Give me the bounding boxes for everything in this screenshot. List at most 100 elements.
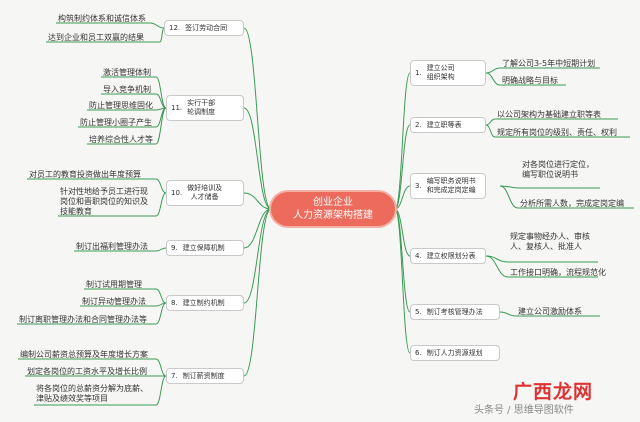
branch-number: 7.: [171, 371, 178, 380]
leaf-7-3: 将各岗位的总薪资分解为底薪、津贴及绩效奖等项目: [36, 384, 148, 403]
branch-label: 实行干部: [187, 99, 216, 107]
leaf-3-1: 对各岗位进行定位，编写职位说明书: [522, 160, 594, 179]
branch-node-2[interactable]: 2. 建立职等表: [410, 117, 486, 133]
connector-line: [155, 302, 167, 325]
connector-line: [155, 107, 167, 145]
connector-line: [499, 185, 519, 209]
branch-number: 12.: [169, 23, 181, 32]
connector-line: [394, 124, 411, 210]
branch-label: 轮调制度: [187, 108, 216, 116]
connector-line: [485, 118, 496, 126]
connector-line: [394, 208, 411, 313]
branch-node-12[interactable]: 12. 签订劳动合同: [164, 20, 244, 36]
central-topic-line2: 人力资源架构搭建: [293, 210, 373, 221]
branch-node-8[interactable]: 8. 建立制约机制: [166, 295, 244, 311]
connector-line: [155, 358, 167, 377]
leaf-9-1: 制订出福利管理办法: [76, 242, 148, 251]
branch-number: 6.: [415, 348, 422, 357]
connector-line: [243, 107, 272, 210]
branch-number: 3.: [415, 181, 422, 190]
leaf-12-2: 达到企业和员工双赢的结果: [48, 33, 144, 42]
branch-label: 制订薪资制度: [182, 371, 225, 380]
branch-label: 和完成定岗定编: [426, 186, 476, 194]
branch-number: 10.: [171, 188, 183, 197]
branch-label: 人才储备: [190, 193, 219, 201]
leaf-11-3: 防止管理思维固化: [89, 101, 153, 110]
branch-number: 4.: [415, 251, 422, 260]
leaf-8-3: 制订离职管理办法和合同管理办法等: [19, 315, 147, 324]
branch-label: 建立公司: [426, 64, 455, 72]
leaf-2-1: 以公司架构为基础建立职等表: [497, 110, 601, 119]
connector-line: [485, 67, 501, 74]
branch-number: 8.: [171, 298, 178, 307]
branch-number: 5.: [415, 307, 422, 316]
branch-number: 9.: [171, 243, 178, 252]
branch-node-10[interactable]: 10. 做好培训及人才储备: [166, 180, 244, 206]
branch-number: 1.: [415, 68, 422, 77]
branch-label: 做好培训及: [187, 184, 223, 192]
connector-line: [155, 192, 167, 217]
branch-node-4[interactable]: 4. 建立权限划分表: [410, 248, 486, 264]
branch-node-7[interactable]: 7. 制订薪资制度: [166, 368, 244, 384]
branch-label: 建立权限划分表: [426, 251, 476, 260]
leaf-7-1: 编制公司薪资总预算及年度增长方案: [20, 350, 148, 359]
branch-label: 建立制约机制: [182, 298, 225, 307]
branch-label: 制订考核管理办法: [426, 307, 483, 316]
branch-node-11[interactable]: 11. 实行干部轮调制度: [166, 95, 244, 121]
connector-line: [394, 208, 411, 354]
central-topic-line1: 创业企业: [313, 197, 353, 208]
watermark-logo: 广西龙网: [513, 381, 594, 403]
connector-line: [485, 255, 509, 278]
branch-label: 建立职等表: [426, 120, 462, 129]
branch-label: 建立保障机制: [182, 243, 225, 252]
branch-number: 11.: [171, 103, 183, 112]
connector-line: [155, 247, 167, 252]
connector-line: [243, 27, 272, 210]
leaf-8-1: 制订试用期管理: [86, 280, 142, 289]
connector-line: [155, 288, 167, 304]
leaf-1-1: 了解公司3-5年中短期计划: [502, 59, 596, 68]
branch-node-9[interactable]: 9. 建立保障机制: [166, 240, 244, 256]
connector-line: [155, 375, 167, 406]
branch-label: 签订劳动合同: [185, 23, 228, 32]
leaf-4-2: 工作接口明确，流程规范化: [510, 268, 606, 277]
leaf-5-1: 建立公司激励体系: [518, 307, 582, 316]
leaf-11-2: 导入竞争机制: [103, 85, 151, 94]
leaf-10-1: 对员工的教育投资做出年度预算: [29, 170, 141, 179]
leaf-12-1: 构筑制约体系和诚信体系: [58, 14, 146, 23]
leaf-11-4: 防止管理小圈子产生: [80, 118, 152, 127]
branch-label: 制订人力资源规划: [426, 348, 483, 357]
leaf-1-2: 明确战略与目标: [502, 76, 558, 85]
connector-line: [394, 185, 411, 210]
branch-node-5[interactable]: 5. 制订考核管理办法: [410, 304, 500, 320]
connector-line: [394, 72, 411, 210]
leaf-11-1: 激活管理体制: [103, 68, 151, 77]
connector-line: [499, 311, 517, 317]
central-topic[interactable]: 创业企业 人力资源架构搭建: [271, 192, 395, 226]
connector-line: [243, 208, 272, 304]
watermark-caption: 头条号 / 思维导图软件: [474, 405, 574, 416]
connector-line: [159, 27, 165, 43]
leaf-10-2: 针对性地给予员工进行现岗位和晋职岗位的知识及技能教育: [60, 187, 148, 216]
leaf-2-2: 规定所有岗位的级别、责任、权利: [497, 128, 617, 137]
connector-line: [485, 124, 496, 138]
leaf-8-2: 制订异动管理办法: [82, 297, 146, 306]
connector-line: [243, 208, 272, 377]
branch-label: 编写职务说明书: [426, 177, 476, 185]
connector-line: [155, 76, 167, 109]
connector-line: [243, 208, 272, 249]
leaf-7-2: 划定各岗位的工资水平及增长比例: [27, 367, 147, 376]
connector-line: [243, 192, 272, 210]
branch-node-1[interactable]: 1. 建立公司组织架构: [410, 60, 486, 86]
leaf-11-5: 培养综合性人才等: [89, 135, 153, 144]
branch-number: 2.: [415, 120, 422, 129]
branch-node-3[interactable]: 3. 编写职务说明书和完成定岗定编: [410, 173, 486, 199]
connector-line: [485, 72, 501, 86]
branch-label: 组织架构: [426, 73, 455, 81]
branch-node-6[interactable]: 6. 制订人力资源规划: [410, 345, 500, 361]
connector-line: [149, 22, 165, 29]
connector-line: [155, 178, 167, 194]
leaf-4-1: 规定事物经办人、审核人、复核人、批准人: [510, 232, 590, 251]
leaf-3-2: 分析所需人数，完成定岗定编: [520, 199, 624, 208]
